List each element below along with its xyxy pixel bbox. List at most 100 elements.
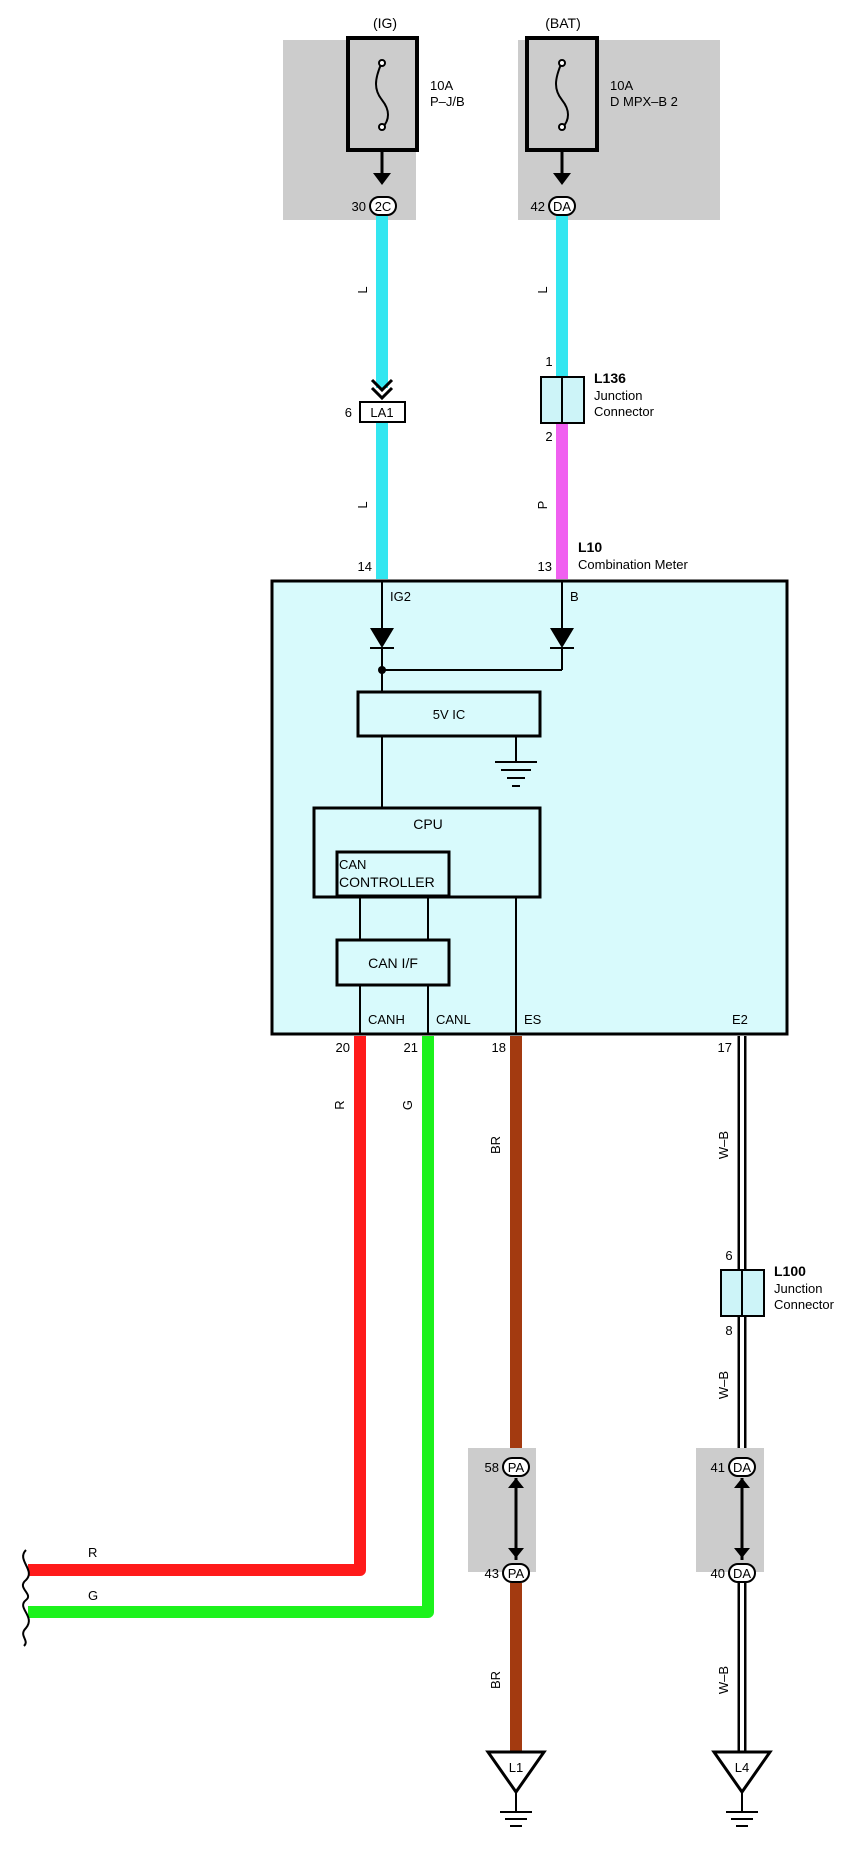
fuse-bat-connector-label: DA [553,199,571,214]
splice-pa-pin-top: 58 [485,1460,499,1475]
splice-da-arrow-down-icon [734,1548,750,1558]
junction-l100-line1: Junction [774,1281,822,1296]
can-interface-label: CAN I/F [368,955,418,971]
fuse-bat-arrow-icon [553,173,571,185]
fuse-bat-pin: 42 [531,199,545,214]
splice-da-bottom-connector [728,1563,756,1583]
pin-e2: 17 [718,1040,732,1055]
terminal-e2: E2 [732,1012,748,1027]
fuse-bat-connector [548,196,576,216]
wire-es-color-lower: BR [488,1671,503,1689]
wire-ig-upper-color: L [355,286,370,293]
fuse-ig-pin: 30 [352,199,366,214]
fuse-bat: (BAT) 10A D MPX–B 2 DA 42 [518,15,720,220]
wire-canl-color: G [400,1100,415,1110]
can-interface [335,938,451,987]
splice-da-arrow-up-icon [734,1478,750,1488]
wire-es-color-upper: BR [488,1136,503,1154]
wire-canl-color-horizontal: G [88,1588,98,1603]
splice-da-pin-top: 41 [711,1460,725,1475]
cpu-label: CPU [413,816,443,832]
fuse-ig-source: (IG) [373,15,397,31]
can-controller [335,850,451,898]
wire-canl-green [28,1036,434,1618]
wire-break-icon [21,1549,30,1647]
wire-bat-lower-color: P [535,501,550,510]
fuse-bat-source: (BAT) [545,15,581,31]
splice-da-pin-bottom: 40 [711,1566,725,1581]
junction-l136-line1: Junction [594,388,642,403]
fuse-bat-terminal-top [558,59,566,67]
splice-pa: PA 58 PA 43 [468,1448,536,1583]
junction-l136-id: L136 [594,370,626,386]
wire-bat-upper-color: L [535,286,550,293]
splice-pa-arrow-up-icon [508,1478,524,1488]
splice-pa-top-label: PA [508,1460,525,1475]
combination-meter: L10 Combination Meter 14 13 IG2 B 5V IC … [270,539,789,1055]
wire-e2-color-upper: W–B [716,1131,731,1159]
fuse-ig-connector-label: 2C [375,199,392,214]
can-controller-line2: CONTROLLER [339,874,435,890]
fuse-ig-element-icon [375,61,389,129]
splice-pa-bottom-label: PA [508,1566,525,1581]
wire-e2-color-mid: W–B [716,1371,731,1399]
meter-id: L10 [578,539,602,555]
pin-canh: 20 [336,1040,350,1055]
junction-l136-pin-bottom: 2 [545,429,552,444]
junction-l100-pin-top: 6 [725,1248,732,1263]
meter-name: Combination Meter [578,557,688,572]
fuse-ig-name: P–J/B [430,94,465,109]
meter-terminal-ig2: IG2 [390,589,411,604]
fuse-bat-terminal-bottom [558,123,566,131]
ground-l4-label: L4 [735,1760,749,1775]
fuse-bat-element-icon [555,61,569,129]
wire-canh-color-horizontal: R [88,1545,97,1560]
junction-l100-pin-bottom: 8 [725,1323,732,1338]
fuse-ig-arrow-icon [373,173,391,185]
meter-terminal-b: B [570,589,579,604]
fuse-bat-rating: 10A [610,78,633,93]
connector-la1: LA1 6 [345,378,406,423]
connector-la1-arrow-icon [370,378,394,401]
splice-da: DA 41 DA 40 [696,1448,764,1583]
can-controller-line1: CAN [339,857,366,872]
connector-la1-pin: 6 [345,405,352,420]
wire-e2-color-lower: W–B [716,1666,731,1694]
fuse-ig-connector [369,196,397,216]
wire-ig-lower-color: L [355,501,370,508]
pin-es: 18 [492,1040,506,1055]
terminal-canh: CANH [368,1012,405,1027]
fuse-bat-name: D MPX–B 2 [610,94,678,109]
junction-connector-l136: 1 2 L136 Junction Connector [540,354,655,444]
ic-5v [356,690,542,738]
diode-b-icon [550,628,574,648]
junction-connector-l100: 6 8 L100 Junction Connector [720,1248,835,1338]
ground-l4: L4 [711,1750,773,1827]
junction-l136-line2: Connector [594,404,655,419]
splice-pa-arrow-down-icon [508,1548,524,1558]
meter-pin-ig2: 14 [358,559,372,574]
splice-pa-top-connector [502,1457,530,1477]
ground-l1: L1 [485,1750,547,1827]
connector-la1-label: LA1 [370,405,393,420]
junction-l100-id: L100 [774,1263,806,1279]
junction-dot [378,666,386,674]
terminal-canl: CANL [436,1012,471,1027]
ic-5v-label: 5V IC [433,707,466,722]
junction-l136-pin-top: 1 [545,354,552,369]
junction-l100-line2: Connector [774,1297,835,1312]
splice-pa-bottom-connector [502,1563,530,1583]
fuse-ig: (IG) 10A P–J/B 2C 30 [283,15,465,220]
ground-l4-triangle [711,1750,773,1795]
fuse-ig-terminal-bottom [378,123,386,131]
connector-la1-box [359,401,406,423]
diode-ig2-icon [370,628,394,648]
fuse-ig-terminal-top [378,59,386,67]
wire-canh-color: R [332,1100,347,1109]
fuse-bat-background [518,40,720,220]
ground-l1-triangle [485,1750,547,1795]
meter-pin-b: 13 [538,559,552,574]
ground-l1-label: L1 [509,1760,523,1775]
